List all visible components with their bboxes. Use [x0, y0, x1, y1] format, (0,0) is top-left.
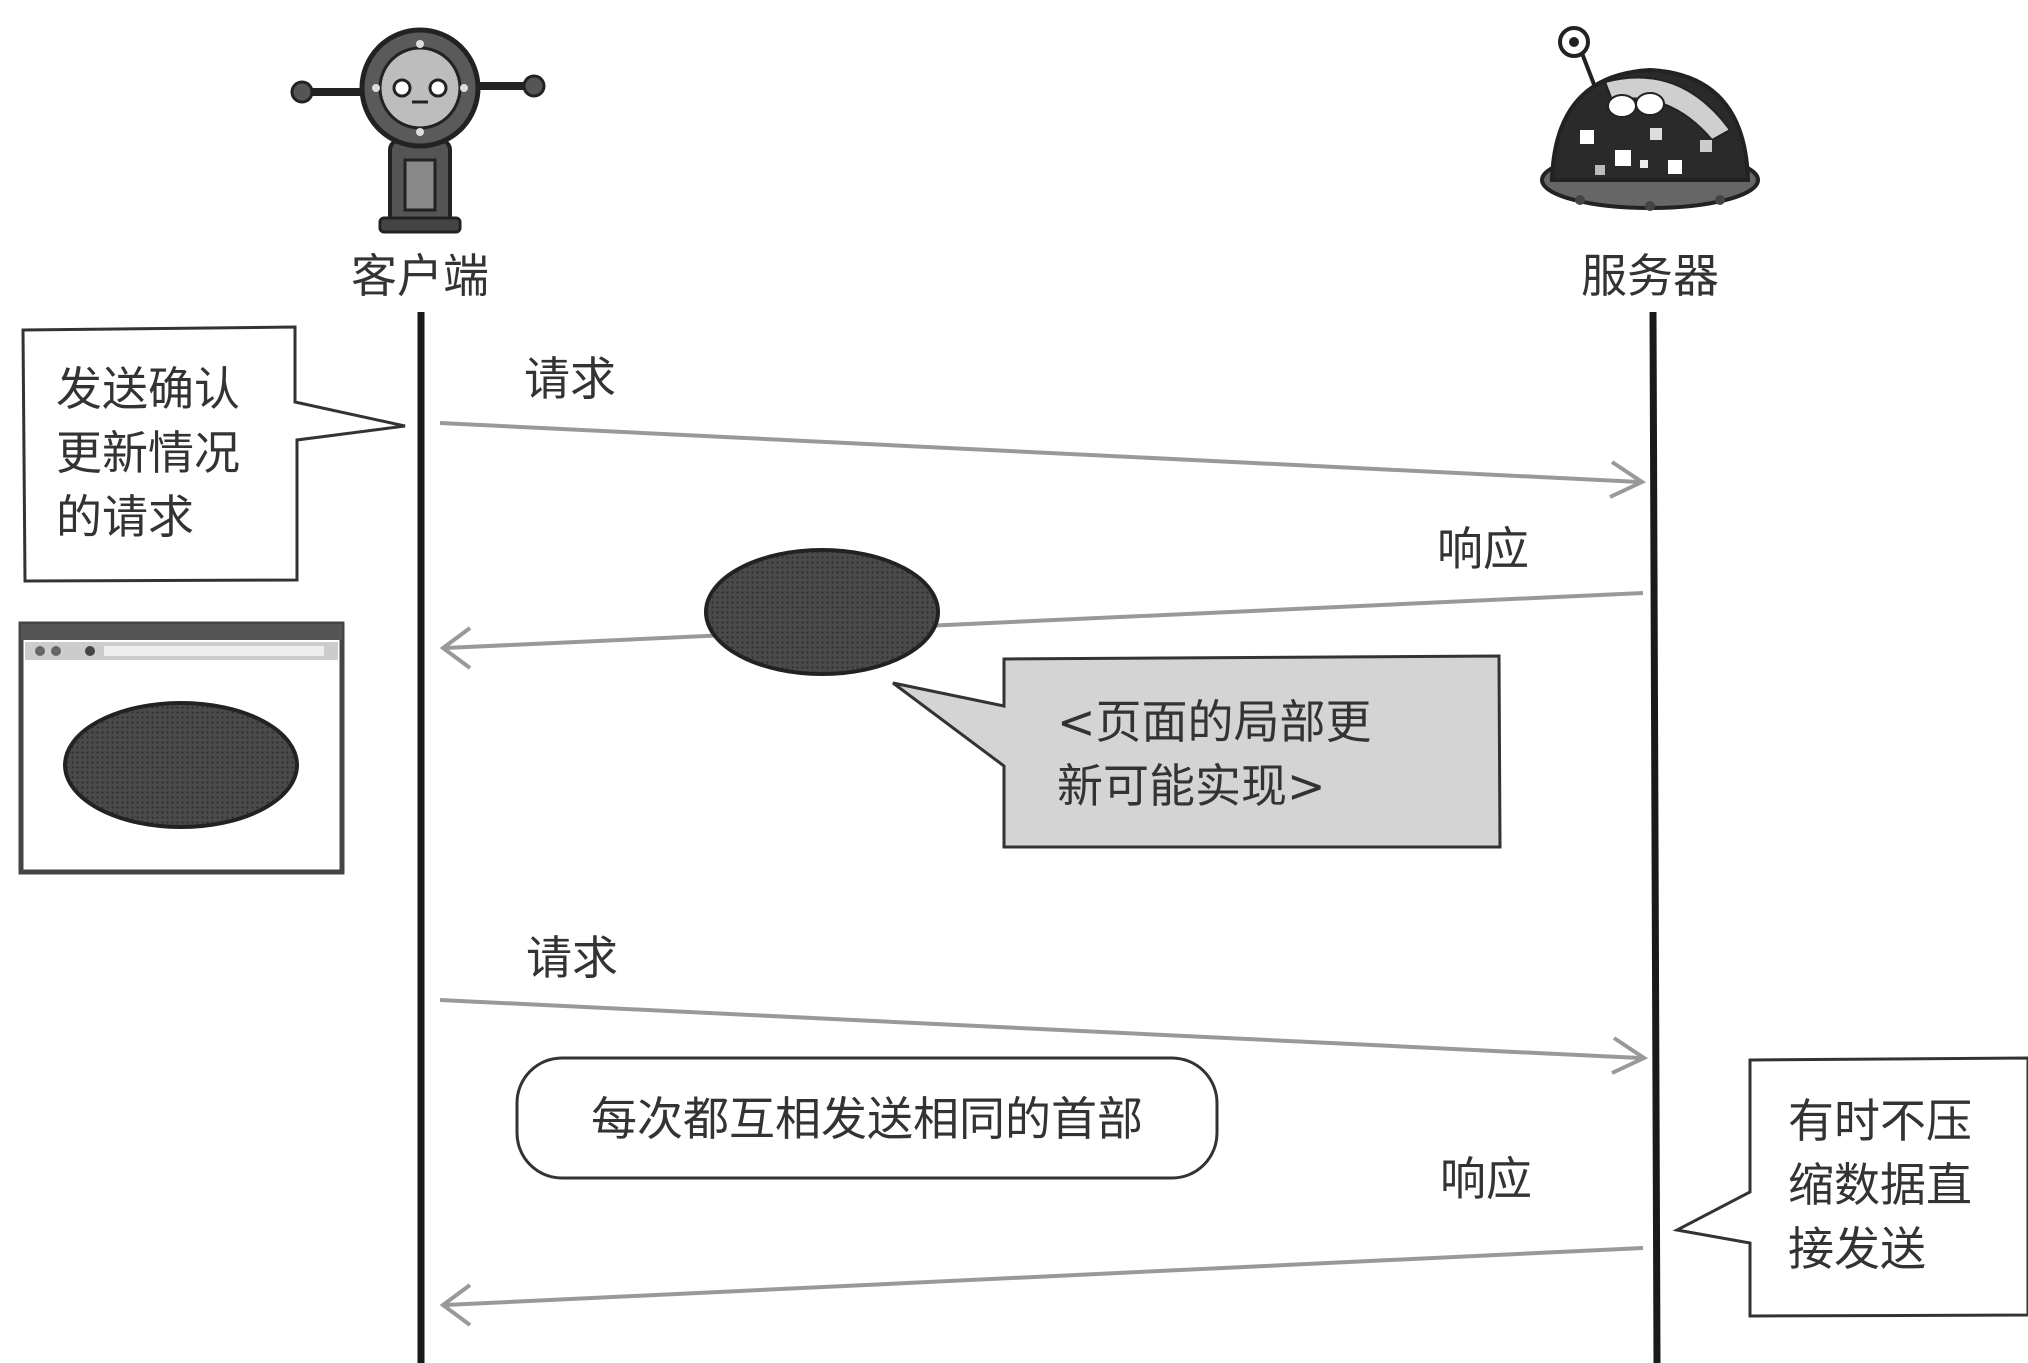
server-note-callout: 有时不压 缩数据直 接发送: [1672, 1056, 2028, 1318]
response-label-1: 响应: [1437, 522, 1529, 576]
client-note-line-1: 发送确认: [56, 362, 240, 416]
request-arrow-2: [439, 998, 1649, 1075]
same-header-note-box: [515, 1056, 1219, 1180]
client-note-line-3: 的请求: [56, 490, 194, 544]
server-lifeline: [1649, 311, 1661, 1363]
server-note-line-2: 缩数据直: [1788, 1158, 1972, 1212]
partial-update-line-1: <页面的局部更: [1057, 695, 1372, 749]
response-arrow-2: [439, 1246, 1644, 1327]
server-note-line-1: 有时不压: [1788, 1094, 1972, 1148]
request-label-1: 请求: [524, 352, 616, 406]
browser-window-icon: [18, 621, 345, 875]
client-note-callout: 发送确认 更新情况 的请求: [21, 325, 406, 583]
server-robot-icon: [1540, 26, 1760, 211]
partial-update-line-2: 新可能实现>: [1057, 759, 1326, 813]
browser-data-blob: [63, 701, 299, 829]
response-label-2: 响应: [1440, 1152, 1532, 1206]
request-arrow-1: [439, 421, 1647, 499]
server-label: 服务器: [1581, 249, 1719, 303]
client-note-line-2: 更新情况: [56, 426, 240, 480]
partial-update-callout: <页面的局部更 新可能实现>: [892, 654, 1502, 849]
client-label: 客户端: [351, 249, 489, 303]
client-robot-icon: [290, 27, 546, 234]
same-header-note: 每次都互相发送相同的首部: [591, 1092, 1143, 1146]
response-data-blob: [704, 548, 940, 676]
request-label-2: 请求: [526, 931, 618, 985]
response-arrow-1: [439, 591, 1644, 670]
svg-text:发送确认 更新情况 的请求: 发送确认 更新情况 的请求: [56, 362, 255, 544]
server-note-line-3: 接发送: [1788, 1222, 1926, 1276]
svg-text:有时不压 缩数据直 接发送: 有时不压 缩数据直 接发送: [1788, 1094, 1987, 1276]
svg-text:<页面的局部更 新可能实现>: <页面的局部更 新可能实现>: [1057, 695, 1386, 813]
